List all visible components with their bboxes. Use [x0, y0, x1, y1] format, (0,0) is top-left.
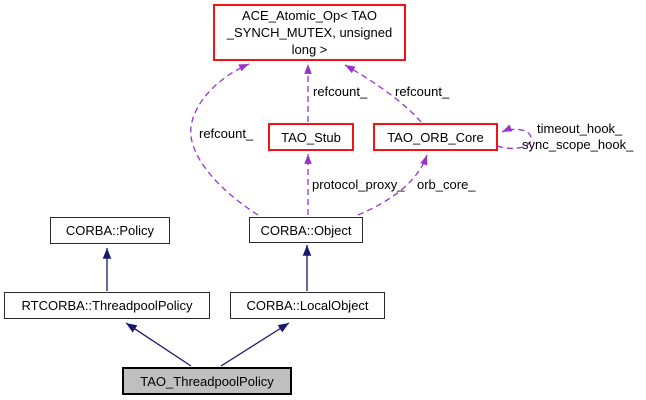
edge-label-refcount-object: refcount_ — [199, 126, 254, 141]
edge-object-orb-core-to-orbcore — [357, 154, 428, 216]
node-corba-policy[interactable]: CORBA::Policy — [50, 217, 170, 244]
edge-label-orb-core: orb_core_ — [417, 177, 476, 192]
edge-taothreadpool-inherits-rtcorba — [125, 322, 192, 367]
node-ace-atomic-op-line3: long > — [291, 42, 328, 57]
node-tao-threadpool-policy-label: TAO_ThreadpoolPolicy — [140, 373, 274, 389]
node-rtcorba-threadpool-policy[interactable]: RTCORBA::ThreadpoolPolicy — [4, 292, 210, 319]
node-corba-policy-label: CORBA::Policy — [65, 223, 155, 238]
edge-label-timeout-hook: timeout_hook_ — [537, 121, 623, 136]
node-tao-orb-core-label: TAO_ORB_Core — [387, 129, 484, 145]
node-ace-atomic-op-line2: _SYNCH_MUTEX, unsigned — [226, 25, 393, 40]
node-corba-object-label: CORBA::Object — [260, 222, 352, 238]
edge-label-refcount-stub: refcount_ — [313, 84, 368, 99]
node-ace-atomic-op-line1: ACE_Atomic_Op< TAO — [242, 8, 377, 23]
edge-orbcore-self-hooks — [496, 124, 532, 150]
node-tao-stub[interactable]: TAO_Stub — [268, 123, 354, 151]
edge-label-refcount-orb-core: refcount_ — [395, 84, 450, 99]
node-corba-local-object[interactable]: CORBA::LocalObject — [230, 292, 385, 319]
node-tao-threadpool-policy[interactable]: TAO_ThreadpoolPolicy — [122, 367, 292, 395]
node-ace-atomic-op[interactable]: ACE_Atomic_Op< TAO _SYNCH_MUTEX, unsigne… — [213, 4, 406, 61]
edge-label-protocol-proxy: protocol_proxy_ — [312, 177, 405, 192]
edge-taothreadpool-inherits-localobject — [220, 322, 290, 367]
node-tao-orb-core[interactable]: TAO_ORB_Core — [373, 123, 498, 151]
node-tao-stub-label: TAO_Stub — [281, 129, 341, 145]
edge-label-sync-scope-hook: sync_scope_hook_ — [522, 137, 634, 152]
node-corba-local-object-label: CORBA::LocalObject — [246, 298, 369, 313]
edge-object-refcount-to-atomic-op — [190, 63, 259, 216]
node-corba-object[interactable]: CORBA::Object — [249, 217, 363, 243]
node-rtcorba-threadpool-policy-label: RTCORBA::ThreadpoolPolicy — [21, 298, 193, 313]
